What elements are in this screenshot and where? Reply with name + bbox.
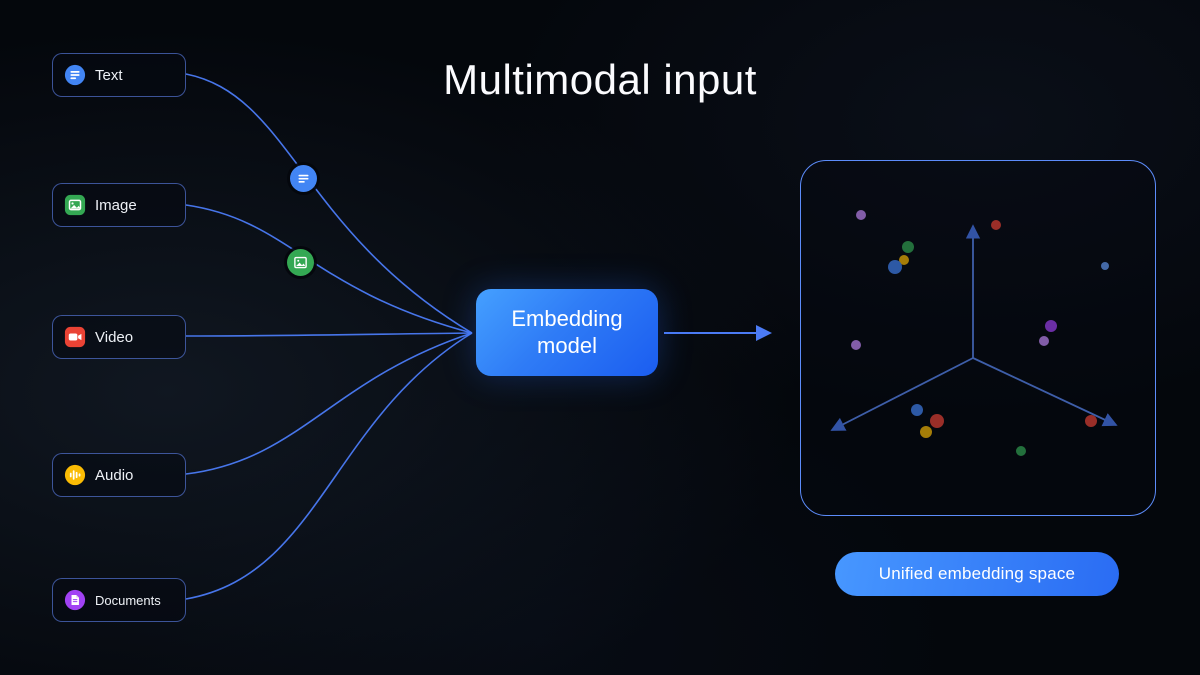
embedding-point xyxy=(1045,320,1057,332)
page-title: Multimodal input xyxy=(443,56,757,103)
input-node-video: Video xyxy=(52,315,186,359)
embedding-point xyxy=(1085,415,1097,427)
input-label-documents: Documents xyxy=(95,592,161,608)
unified-embedding-space-pill: Unified embedding space xyxy=(835,552,1119,596)
text-icon xyxy=(298,174,309,183)
embedding-point xyxy=(1039,336,1049,346)
embedding-point xyxy=(930,414,944,428)
embedding-space-panel xyxy=(800,160,1156,516)
embedding-points xyxy=(851,210,1109,456)
embedding-point xyxy=(899,255,909,265)
embedding-point xyxy=(1016,446,1026,456)
input-node-documents: Documents xyxy=(52,578,186,622)
text-icon xyxy=(64,64,86,86)
embedding-point xyxy=(1101,262,1109,270)
embedding-point xyxy=(920,426,932,438)
wire-badge-image xyxy=(287,249,314,276)
image-icon xyxy=(64,194,86,216)
axis-right xyxy=(972,357,1118,427)
embedding-axes xyxy=(830,224,1118,431)
input-label-audio: Audio xyxy=(95,466,134,484)
wire-documents xyxy=(185,332,473,600)
documents-icon xyxy=(64,589,86,611)
input-node-text: Text xyxy=(52,53,186,97)
embedding-point xyxy=(888,260,902,274)
input-label-image: Image xyxy=(95,196,137,214)
wire-text xyxy=(185,73,473,334)
wire-audio xyxy=(185,332,473,475)
wire-image xyxy=(185,204,473,334)
input-label-text: Text xyxy=(95,66,123,84)
embedding-point xyxy=(991,220,1001,230)
wire-badge-text xyxy=(290,165,317,192)
image-icon xyxy=(294,256,307,269)
embedding-point xyxy=(851,340,861,350)
wire-video xyxy=(185,332,473,337)
embedding-point xyxy=(902,241,914,253)
input-node-image: Image xyxy=(52,183,186,227)
embedding-model-node: Embedding model xyxy=(476,289,658,376)
embedding-point xyxy=(856,210,866,220)
input-label-video: Video xyxy=(95,328,134,346)
axis-left xyxy=(830,357,974,431)
embedding-point xyxy=(911,404,923,416)
video-icon xyxy=(64,326,86,348)
audio-icon xyxy=(64,464,86,486)
input-node-audio: Audio xyxy=(52,453,186,497)
